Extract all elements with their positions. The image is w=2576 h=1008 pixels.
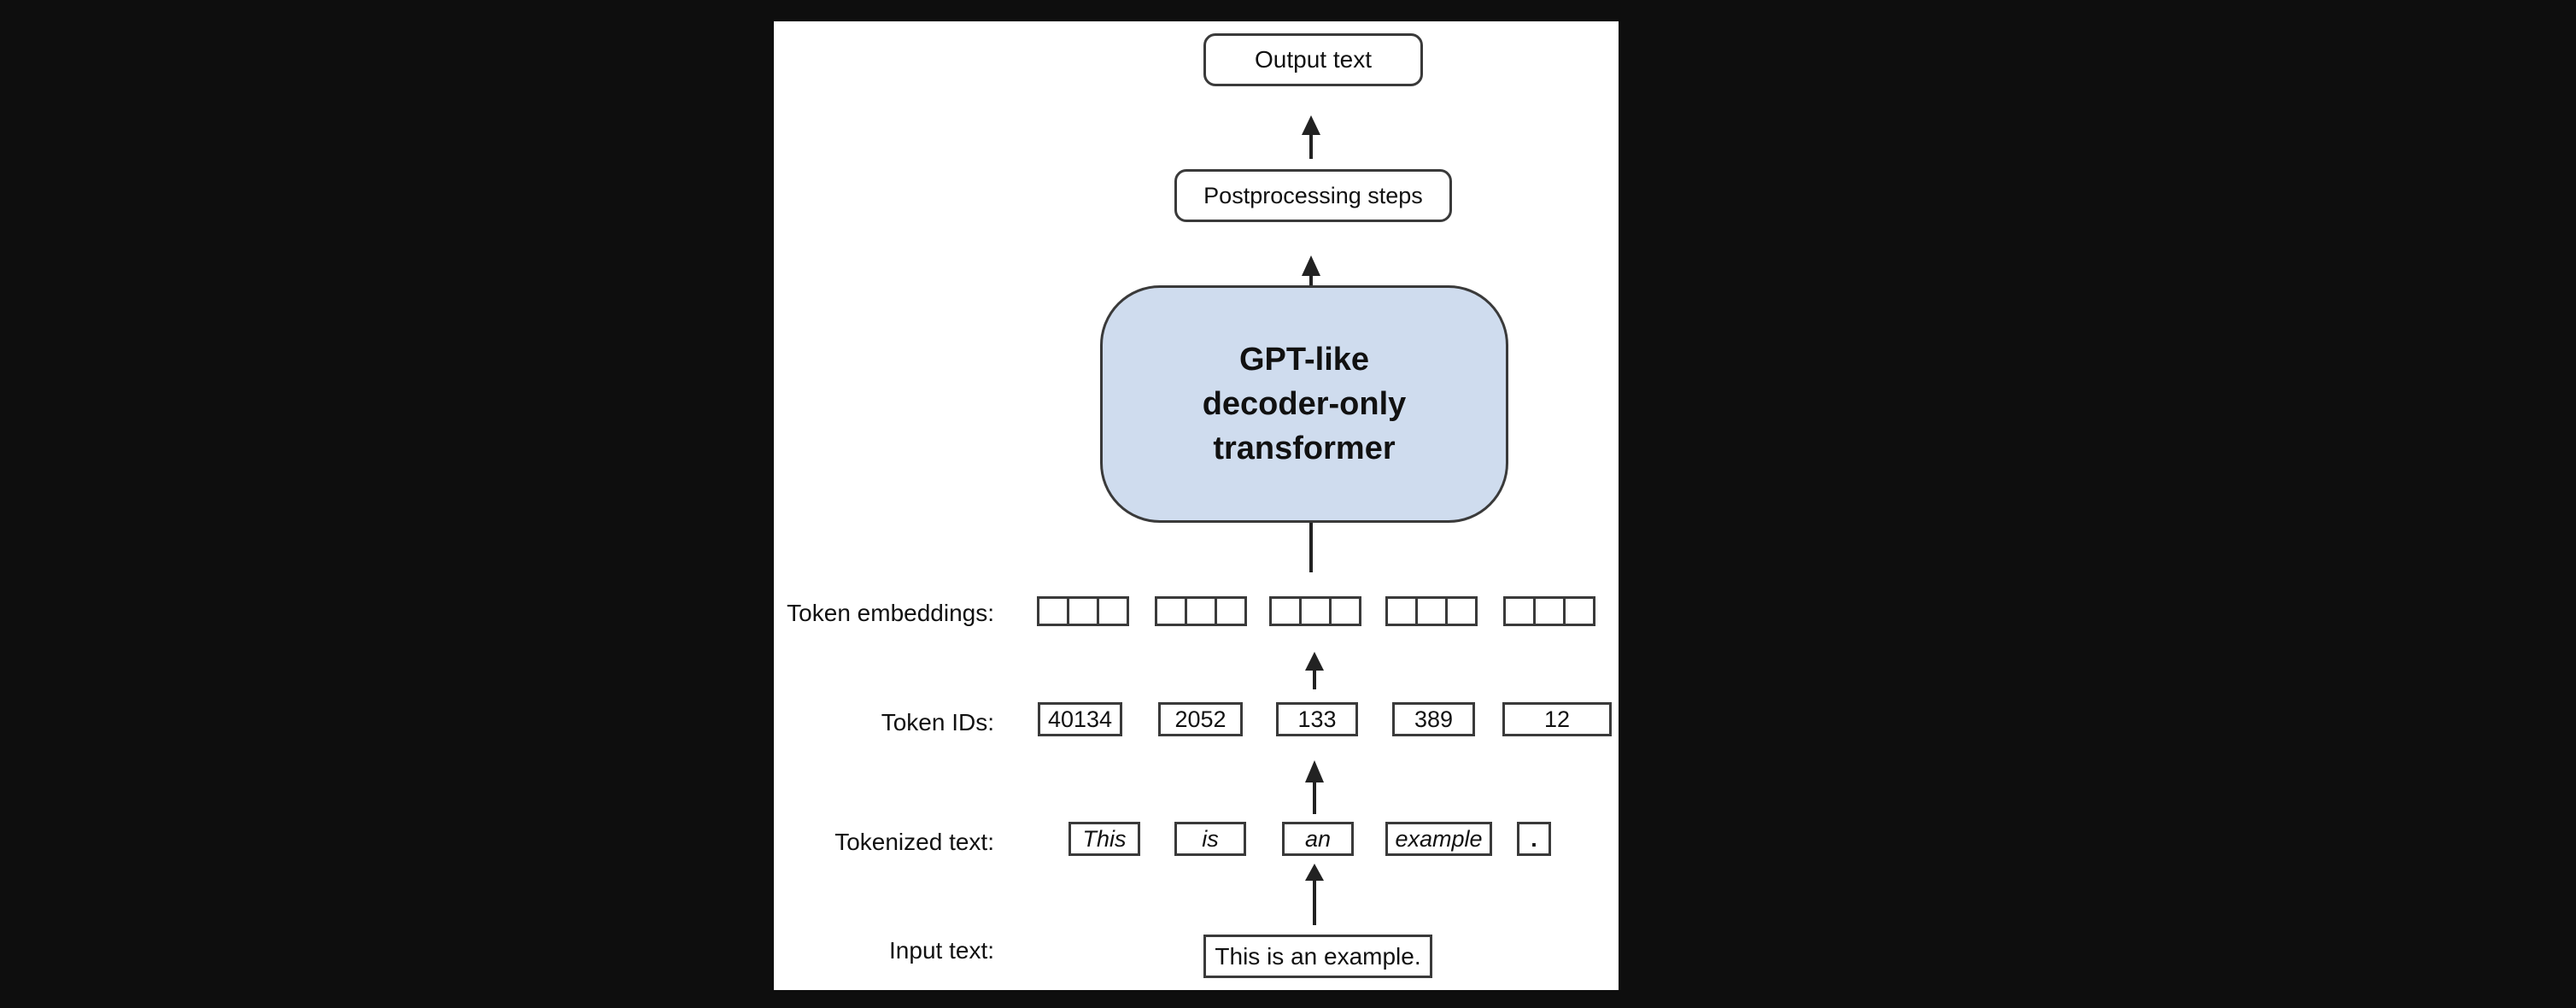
embedding-cell [1445,596,1478,626]
embedding-cell [1533,596,1566,626]
label-token-embeddings: Token embeddings: [787,600,994,626]
token-id-box: 389 [1392,702,1475,736]
transformer-line-2: decoder-only [1202,386,1407,422]
postprocessing-box: Postprocessing steps [1174,169,1452,222]
embedding-cell [1067,596,1099,626]
arrow-postprocessing-to-output [1302,115,1320,159]
token-box: example [1385,822,1492,856]
token-id-box: 12 [1502,702,1612,736]
transformer-line-3: transformer [1213,431,1396,466]
transformer-block: GPT-like decoder-only transformer [1100,285,1508,523]
embedding-cell [1269,596,1302,626]
embedding-cell [1299,596,1332,626]
arrow-tokens-to-ids [1305,760,1324,814]
embedding-cell [1563,596,1595,626]
label-tokenized-text: Tokenized text: [834,829,994,855]
embedding-cell [1503,596,1536,626]
token-box: an [1282,822,1354,856]
arrow-input-to-tokens [1305,864,1324,925]
embedding-cell [1037,596,1069,626]
embedding-cell [1215,596,1247,626]
embedding-cell [1155,596,1187,626]
embedding-cell [1385,596,1418,626]
embedding-cell [1415,596,1448,626]
diagram-panel: Output text Postprocessing steps GPT-lik… [774,21,1619,990]
token-box: This [1068,822,1140,856]
embedding-cell [1097,596,1129,626]
input-text-box: This is an example. [1203,935,1432,978]
token-id-box: 40134 [1038,702,1122,736]
label-token-ids: Token IDs: [881,709,994,735]
embedding-cell [1185,596,1217,626]
token-id-box: 133 [1276,702,1358,736]
embedding-cell [1329,596,1361,626]
arrow-ids-to-embeddings [1305,652,1324,689]
output-text-box: Output text [1203,33,1423,86]
token-box: is [1174,822,1246,856]
transformer-line-1: GPT-like [1238,342,1370,378]
token-id-box: 2052 [1158,702,1243,736]
label-input-text: Input text: [889,937,994,964]
token-box: . [1517,822,1551,856]
